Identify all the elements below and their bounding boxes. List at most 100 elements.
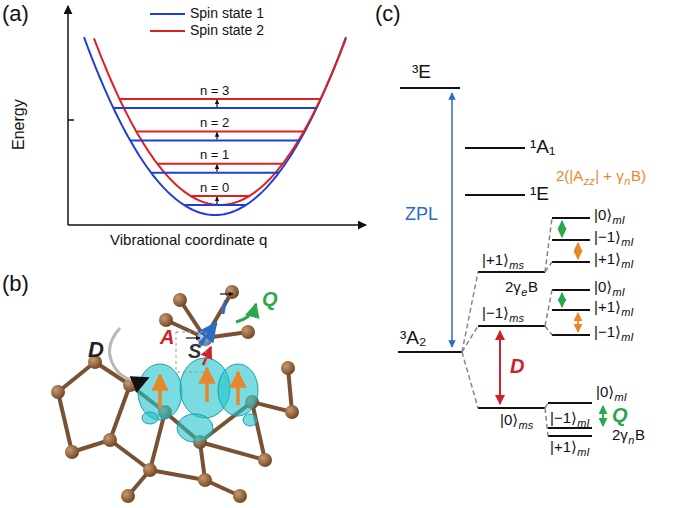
text-label: ¹E xyxy=(530,184,549,205)
level xyxy=(184,204,246,206)
bond xyxy=(200,442,265,460)
level xyxy=(113,107,316,109)
spin-density xyxy=(218,364,258,416)
text-label: |−1⟩ xyxy=(482,305,509,322)
text-label: B xyxy=(528,279,538,296)
atom xyxy=(198,473,212,487)
level xyxy=(130,139,300,141)
text-label: (b) xyxy=(2,272,29,296)
text-label: ms xyxy=(509,259,524,271)
text-label: ms xyxy=(509,312,524,324)
atom xyxy=(281,361,295,375)
text-label: ³A₂ xyxy=(400,328,426,349)
text-label: I xyxy=(221,296,227,318)
text-label: zz xyxy=(584,175,595,187)
text-label: |−1⟩ xyxy=(594,324,621,341)
atom xyxy=(51,385,65,399)
bond xyxy=(58,362,95,392)
text-label: |+1⟩ xyxy=(594,299,621,316)
atom xyxy=(65,445,79,459)
level xyxy=(120,98,321,100)
text-label: mI xyxy=(577,446,589,458)
atom xyxy=(103,433,117,447)
molecule xyxy=(51,285,299,503)
atom xyxy=(225,285,239,299)
text-label: B) xyxy=(631,168,646,185)
text-label: mI xyxy=(613,286,625,298)
level-arrow xyxy=(216,165,217,172)
atom xyxy=(258,453,272,467)
text-label: |0⟩ xyxy=(596,384,614,401)
text-label: mI xyxy=(621,306,633,318)
text-label: |+1⟩ xyxy=(482,252,509,269)
text-label: |0⟩ xyxy=(594,207,612,224)
text-label: n = 2 xyxy=(200,116,229,130)
text-label: e xyxy=(521,286,527,298)
text-label: 2(|A xyxy=(556,168,583,185)
text-label: mI xyxy=(621,331,633,343)
spin-arrow xyxy=(205,368,209,402)
text-label: Vibrational coordinate q xyxy=(110,232,267,249)
text-label: n xyxy=(628,434,634,446)
text-label: |+1⟩ xyxy=(550,439,577,456)
atom xyxy=(241,325,255,339)
bond xyxy=(58,392,72,452)
energy-levels xyxy=(398,88,592,436)
text-label: |−1⟩ xyxy=(594,229,621,246)
text-label: n xyxy=(624,175,630,187)
text-label: mI xyxy=(621,236,633,248)
atom xyxy=(233,489,247,503)
spin-arrow xyxy=(158,375,162,408)
atom xyxy=(159,313,173,327)
level xyxy=(191,195,250,197)
text-label: D xyxy=(88,338,104,362)
level-arrow xyxy=(216,100,217,107)
text-label: D xyxy=(510,355,524,377)
text-label: ZPL xyxy=(405,205,438,225)
spin-arrow xyxy=(236,372,240,405)
text-label: n = 1 xyxy=(200,148,229,162)
spin-density xyxy=(243,414,257,426)
text-label: n = 3 xyxy=(200,84,229,98)
text-label: B xyxy=(635,427,645,444)
bond xyxy=(252,402,265,460)
text-label: |0⟩ xyxy=(500,412,518,429)
bond xyxy=(110,385,130,440)
text-label: |0⟩ xyxy=(594,279,612,296)
text-label: n = 0 xyxy=(200,181,229,195)
atom xyxy=(143,463,157,477)
level-arrow xyxy=(216,132,217,139)
text-label: S xyxy=(188,340,201,362)
text-label: ³E xyxy=(412,62,431,83)
legend-lines xyxy=(150,14,185,31)
text-label: mI xyxy=(613,214,625,226)
text-label: ms xyxy=(519,419,534,431)
text-label: (c) xyxy=(375,2,401,26)
spin-density xyxy=(142,412,158,424)
legend-text: Spin state 1 xyxy=(190,6,264,21)
text-label: A xyxy=(160,326,174,348)
vectors xyxy=(109,294,256,380)
text-label: 2γ xyxy=(612,427,628,444)
axes xyxy=(68,6,366,225)
atom xyxy=(173,293,187,307)
potential-wells xyxy=(84,37,346,215)
text-label: mI xyxy=(621,258,633,270)
parabola xyxy=(84,37,346,215)
spin-density xyxy=(138,364,182,420)
text-label: Q xyxy=(262,288,278,310)
text-label: (a) xyxy=(2,2,29,26)
level xyxy=(136,130,303,132)
text-label: mI xyxy=(615,391,627,403)
text-label: Q xyxy=(612,404,628,426)
level-arrow xyxy=(216,197,217,204)
text-label: 2γ xyxy=(505,279,521,296)
text-label: |−1⟩ xyxy=(550,410,577,427)
legend-text: Spin state 2 xyxy=(190,23,264,38)
atom xyxy=(121,489,135,503)
atom xyxy=(285,405,299,419)
transition-arrows xyxy=(452,93,603,426)
spin-density xyxy=(177,414,213,442)
